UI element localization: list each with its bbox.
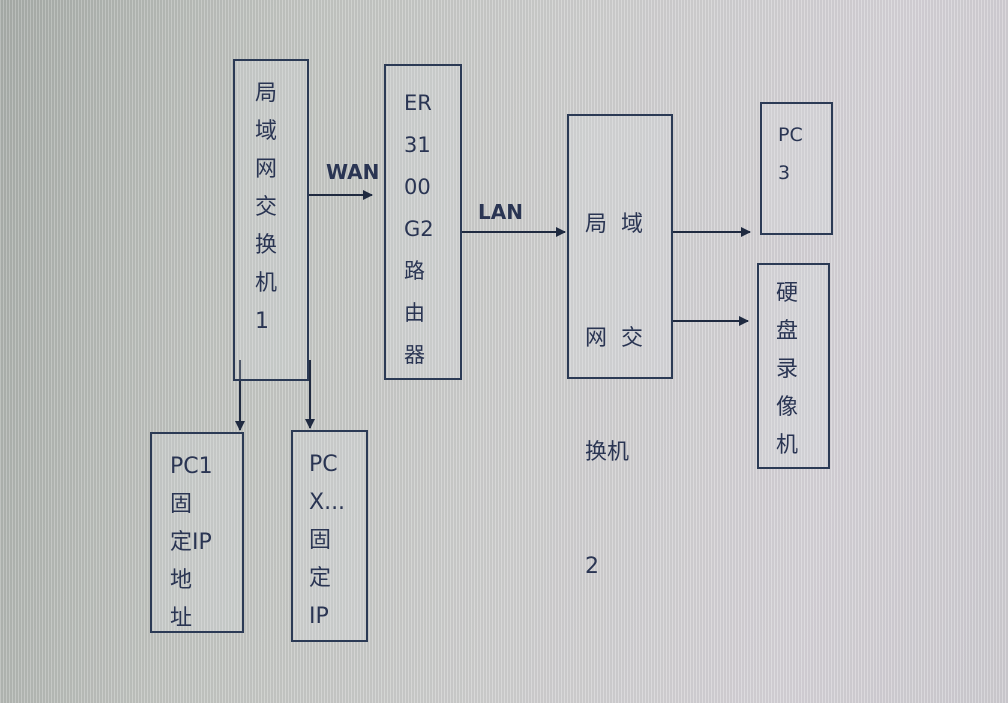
text-line: 像 xyxy=(776,395,799,420)
text-line: G2 xyxy=(404,217,434,241)
text-line: 00 xyxy=(404,175,431,199)
text-line: 路 xyxy=(404,259,425,283)
text-line: 机 xyxy=(255,271,278,296)
text-line: IP xyxy=(309,604,329,629)
text-line: 局 域 xyxy=(585,212,643,237)
text-line: PC xyxy=(778,124,803,146)
pc3-node: PC 3 xyxy=(760,102,833,235)
pcx-text: PC X... 固 定 IP xyxy=(309,446,345,636)
text-line: 2 xyxy=(585,554,599,579)
pc1-node: PC1 固 定IP 地 址 xyxy=(150,432,244,633)
text-line: 址 xyxy=(170,606,193,631)
text-line: PC1 xyxy=(170,454,213,479)
text-line: 局 xyxy=(255,81,278,106)
text-line: 器 xyxy=(404,343,425,367)
router-node: ER 31 00 G2 路 由 器 xyxy=(384,64,462,380)
text-line: 硬 xyxy=(776,281,799,306)
text-line: X... xyxy=(309,490,346,515)
text-line: 31 xyxy=(404,133,431,157)
text-line: 录 xyxy=(776,357,799,382)
text-line: 交 xyxy=(255,195,278,220)
dvr-text: 硬 盘 录 像 机 xyxy=(776,275,798,465)
text-line: 定 xyxy=(309,566,332,591)
wan-label: WAN xyxy=(326,160,380,184)
text-line: 网 交 xyxy=(585,326,643,351)
router-text: ER 31 00 G2 路 由 器 xyxy=(404,82,434,376)
text-line: 换机 xyxy=(585,440,630,465)
text-line: 3 xyxy=(778,162,791,184)
text-line: 固 xyxy=(170,492,193,517)
text-line: 固 xyxy=(309,528,332,553)
text-line: 网 xyxy=(255,157,278,182)
text-line: 盘 xyxy=(776,319,799,344)
switch1-node: 局 域 网 交 换 机 1 xyxy=(233,59,309,381)
text-line: 1 xyxy=(255,309,269,334)
text-line: 域 xyxy=(255,119,278,144)
text-line: PC xyxy=(309,452,338,477)
text-line: 机 xyxy=(776,433,799,458)
text-line: 地 xyxy=(170,568,193,593)
switch2-text: 局 域 网 交 换机 2 xyxy=(585,130,643,662)
switch1-text: 局 域 网 交 换 机 1 xyxy=(255,75,277,341)
pc1-text: PC1 固 定IP 地 址 xyxy=(170,448,213,638)
text-line: ER xyxy=(404,91,432,115)
text-line: 由 xyxy=(404,301,425,325)
text-line: 定IP xyxy=(170,530,212,555)
lan-label: LAN xyxy=(478,200,523,224)
pc3-text: PC 3 xyxy=(778,116,803,192)
text-line: 换 xyxy=(255,233,278,258)
switch2-node: 局 域 网 交 换机 2 xyxy=(567,114,673,579)
dvr-node: 硬 盘 录 像 机 xyxy=(757,263,830,469)
pcx-node: PC X... 固 定 IP xyxy=(291,430,368,642)
